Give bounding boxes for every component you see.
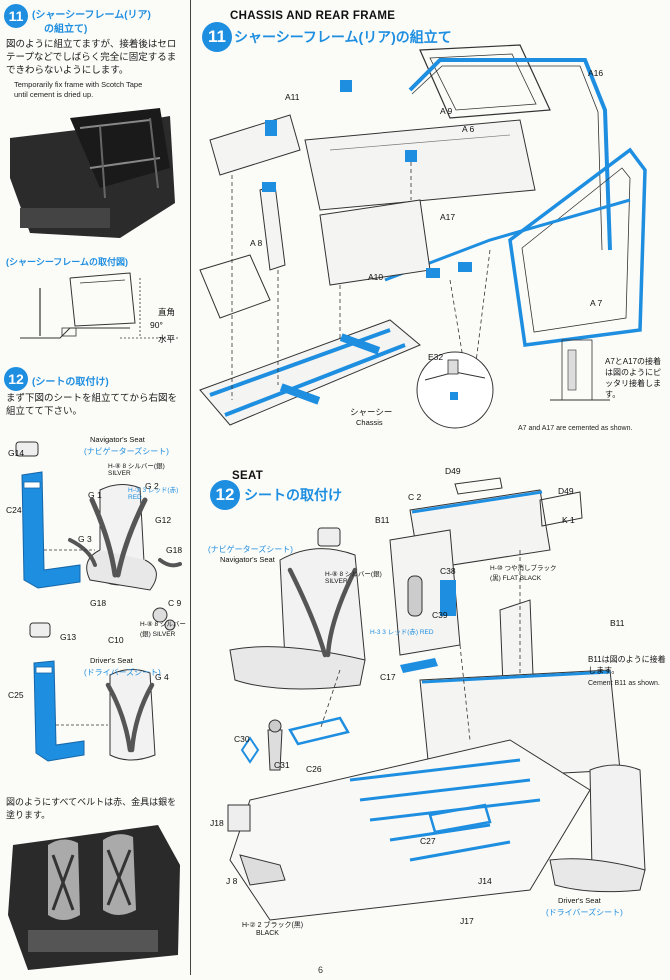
right-column: CHASSIS AND REAR FRAME 11 シャーシーフレーム(リア)の…	[190, 0, 670, 980]
step-11-title-line1: (シャーシーフレーム(リア)	[32, 10, 151, 21]
step-12-heading-jp: シートの取付け	[244, 487, 342, 503]
part-g3-label: G 3	[78, 534, 92, 544]
frame-mount-subtitle: (シャーシーフレームの取付図)	[6, 257, 129, 267]
step-11-title-line2: の組立て)	[44, 24, 88, 35]
part-c24-label: C24	[6, 505, 22, 515]
part-a17-label: A17	[440, 212, 456, 222]
part-c2-label: C 2	[408, 492, 422, 502]
part-g4-label: G 4	[155, 672, 169, 682]
part-c26-label: C26	[306, 764, 322, 774]
part-a10-label: A10	[368, 272, 384, 282]
part-g14-label: G14	[8, 448, 25, 458]
part-g12-label: G12	[155, 515, 172, 525]
part-a11-label: A11	[285, 92, 300, 102]
column-divider	[190, 0, 191, 975]
right-angle-label: 直角	[158, 307, 176, 317]
a7-a17-cement-note-en: A7 and A17 are cemented as shown.	[518, 425, 633, 432]
paint-silver-note-right: H-⑧ 8 シルバー(銀) SILVER	[325, 571, 382, 585]
step-12-heading-en: SEAT	[232, 470, 264, 482]
part-a9-label: A 9	[440, 106, 453, 116]
part-c17-label: C17	[380, 672, 396, 682]
part-g18-label-right: G18	[166, 545, 183, 555]
navigator-seat-en-right: Navigator's Seat	[220, 555, 275, 564]
frame-mount-diagram	[20, 272, 180, 339]
part-j17-label: J17	[460, 916, 474, 926]
driver-seat-en-right: Driver's Seat	[558, 896, 601, 905]
part-g18-label-left: G18	[90, 598, 107, 608]
part-g13-label: G13	[60, 632, 77, 642]
paint-black-note-en: BLACK	[256, 930, 279, 937]
step-11-badge: 11	[4, 4, 28, 28]
step-11-en-line2: until cement is dried up.	[14, 90, 94, 99]
part-c27-label: C27	[420, 836, 436, 846]
step-11-jp-instructions: 図のように組立てますが、接着後はセロテープなどでしばらく完全に固定するまできわら…	[6, 39, 177, 76]
part-d49-right-label: D49	[558, 486, 574, 496]
part-b11-label: B11	[375, 515, 390, 525]
driver-seat-en-left: Driver's Seat	[90, 656, 133, 665]
left-column: 11 (シャーシーフレーム(リア) の組立て) 図のように組立てますが、接着後は…	[0, 0, 190, 980]
paint-red-note: H-③ 3 レッド(赤) RED	[128, 487, 179, 501]
part-g2-label: G 2	[145, 481, 159, 491]
part-a7-label: A 7	[590, 298, 603, 308]
part-g1-label: G 1	[88, 490, 102, 500]
part-a6-label: A 6	[462, 124, 475, 134]
step-11-badge-large: 11	[202, 22, 232, 52]
chassis-label-en: Chassis	[356, 418, 383, 427]
step-12-badge: 12	[4, 367, 28, 391]
navigator-seat-jp-left: (ナビゲーターズシート)	[84, 447, 169, 456]
part-c9-label: C 9	[168, 598, 182, 608]
step-11-heading-en: CHASSIS AND REAR FRAME	[230, 10, 396, 22]
angle-90-label: 90°	[150, 320, 163, 330]
driver-seat-diagram-left	[29, 622, 156, 762]
navigator-seat-jp-right: (ナビゲーターズシート)	[208, 545, 293, 554]
part-j14-label: J14	[478, 876, 492, 886]
paint-silver-note-1: H-⑧ 8 シルバー(銀) SILVER	[108, 463, 165, 477]
part-c38-label: C38	[440, 566, 456, 576]
part-e32-label: E32	[428, 352, 444, 362]
part-b11-right-label: B11	[610, 618, 625, 628]
seat-installation-diagram	[227, 477, 646, 921]
part-j8-label: J 8	[226, 876, 238, 886]
part-d49-top-label: D49	[445, 466, 461, 476]
part-c31-label: C31	[274, 760, 290, 770]
belt-paint-note: 図のようにすべてベルトは赤、金具は銀を塗ります。	[6, 797, 177, 820]
paint-silver-note-2: H-⑧ 8 シルバー(銀) SILVER	[140, 621, 186, 638]
b11-cement-note-jp: B11は図のように接着します。	[588, 655, 666, 675]
horizontal-label: 水平	[158, 334, 176, 344]
paint-flat-black-note: H-⑩ つや消しブラック(黒) FLAT BLACK	[490, 565, 557, 582]
step-11-heading-jp: シャーシーフレーム(リア)の組立て	[234, 29, 452, 45]
b11-cement-note-en: Cement B11 as shown.	[588, 680, 660, 687]
step-12-title: (シートの取付け)	[32, 377, 109, 388]
step-12-badge-large: 12	[210, 480, 240, 510]
paint-red-note-right: H-3 3 レッド(赤) RED	[370, 629, 434, 636]
a7-a17-cement-note-jp: A7とA17の接着は図のようにピッタリ接着します。	[605, 357, 662, 399]
frame-photo	[10, 108, 175, 243]
driver-seat-jp-right: (ドライバーズシート)	[546, 908, 623, 917]
part-c30-label: C30	[234, 734, 250, 744]
part-c10-label: C10	[108, 635, 124, 645]
part-a8-label: A 8	[250, 238, 263, 248]
part-a16-label: A16	[588, 68, 604, 78]
part-c25-label: C25	[8, 690, 24, 700]
chassis-label-jp: シャーシー	[350, 407, 393, 417]
step-12-jp-instructions: まず下図のシートを組立ててから右図を組立てて下さい。	[6, 393, 178, 417]
seats-photo	[8, 825, 183, 970]
navigator-seat-diagram	[15, 441, 182, 631]
frame-photo-illustration	[10, 108, 175, 238]
paint-black-note-jp: H-② 2 ブラック(黒)	[242, 922, 304, 929]
part-c39-label: C39	[432, 610, 448, 620]
chassis-rear-frame-diagram	[199, 44, 647, 429]
step-11-en-line1: Temporarily fix frame with Scotch Tape	[14, 80, 143, 89]
seats-photo-illustration	[8, 825, 180, 970]
navigator-seat-en-left: Navigator's Seat	[90, 435, 145, 444]
part-k1-label: K 1	[562, 515, 575, 525]
page-number: 6	[318, 965, 324, 975]
part-j18-label: J18	[210, 818, 224, 828]
driver-seat-jp-left: (ドライバーズシート)	[84, 668, 161, 677]
